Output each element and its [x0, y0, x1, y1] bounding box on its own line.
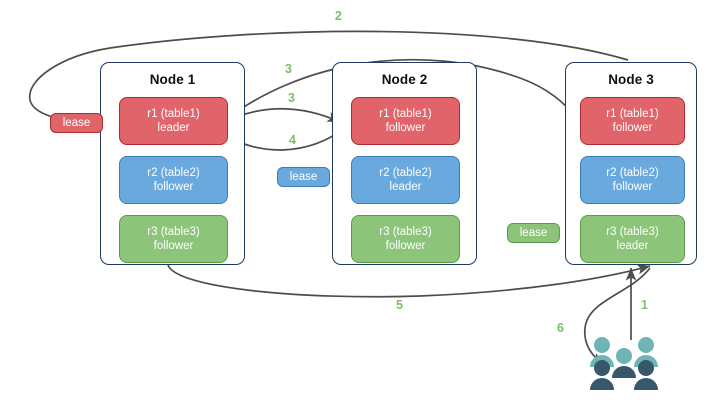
replica-role: follower — [153, 181, 194, 193]
replica-name: r1 (table1) — [379, 108, 432, 120]
step-label-2: 2 — [335, 9, 342, 23]
replica-role: leader — [616, 240, 649, 252]
lease-badge-r2[interactable]: lease — [277, 167, 330, 187]
replica-node2-r1[interactable]: r1 (table1) follower — [351, 97, 460, 145]
lease-badge-r3[interactable]: lease — [507, 223, 560, 243]
replica-name: r1 (table1) — [606, 108, 659, 120]
replica-node1-r1[interactable]: r1 (table1) leader — [119, 97, 228, 145]
replica-node2-r2[interactable]: r2 (table2) leader — [351, 156, 460, 204]
replica-name: r2 (table2) — [147, 167, 200, 179]
replica-node1-r3[interactable]: r3 (table3) follower — [119, 215, 228, 263]
replica-name: r3 (table3) — [379, 226, 432, 238]
node-title: Node 2 — [381, 72, 428, 87]
node-box-node1[interactable]: Node 1 r1 (table1) leader r2 (table2) fo… — [100, 62, 245, 265]
replica-role: follower — [385, 122, 426, 134]
step-label-1: 1 — [641, 298, 648, 312]
replica-name: r2 (table2) — [379, 167, 432, 179]
step-label-4: 4 — [289, 133, 296, 147]
step-label-3-lower: 3 — [288, 91, 295, 105]
node-box-node2[interactable]: Node 2 r1 (table1) follower r2 (table2) … — [332, 62, 477, 265]
replica-node3-r3[interactable]: r3 (table3) leader — [580, 215, 685, 263]
replica-name: r2 (table2) — [606, 167, 659, 179]
replica-node3-r2[interactable]: r2 (table2) follower — [580, 156, 685, 204]
users-group-icon — [590, 337, 658, 390]
arrow-step-5 — [167, 264, 651, 298]
node-title: Node 3 — [608, 72, 654, 87]
node-title: Node 1 — [149, 72, 196, 87]
replica-role: leader — [157, 122, 190, 134]
replica-role: follower — [153, 240, 194, 252]
node-box-node3[interactable]: Node 3 r1 (table1) follower r2 (table2) … — [565, 62, 697, 265]
replica-node1-r2[interactable]: r2 (table2) follower — [119, 156, 228, 204]
step-label-5: 5 — [396, 298, 403, 312]
replica-name: r1 (table1) — [147, 108, 200, 120]
replica-role: follower — [612, 181, 653, 193]
arrow-step-6 — [583, 267, 651, 365]
replica-role: leader — [389, 181, 422, 193]
step-label-6: 6 — [557, 321, 564, 335]
step-label-3-upper: 3 — [285, 62, 292, 76]
replica-name: r3 (table3) — [147, 226, 200, 238]
replica-node3-r1[interactable]: r1 (table1) follower — [580, 97, 685, 145]
replica-role: follower — [612, 122, 653, 134]
replica-name: r3 (table3) — [606, 226, 659, 238]
lease-badge-r1[interactable]: lease — [50, 113, 103, 133]
arrow-step-2 — [28, 30, 629, 128]
replica-role: follower — [385, 240, 426, 252]
replica-node2-r3[interactable]: r3 (table3) follower — [351, 215, 460, 263]
